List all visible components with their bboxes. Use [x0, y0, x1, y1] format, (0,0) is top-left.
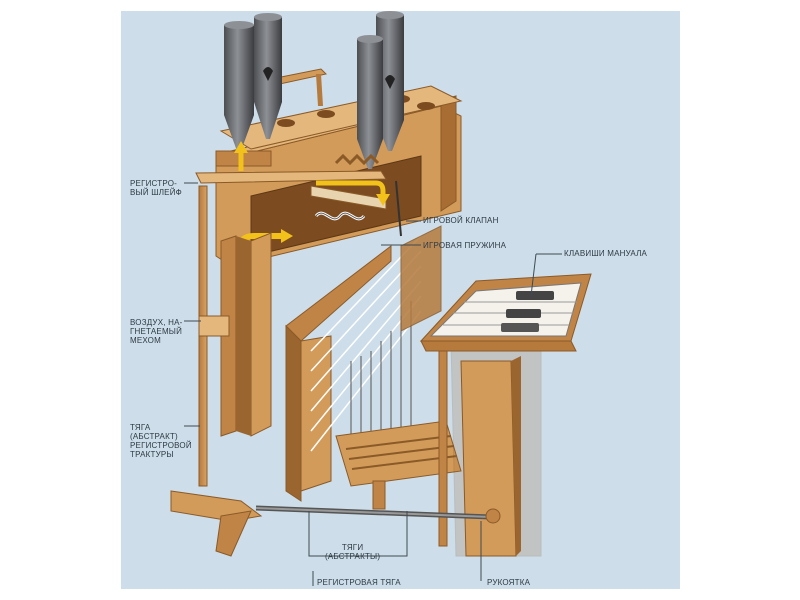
- wind-trunk: [220, 232, 272, 437]
- keyboard-console: [419, 273, 592, 557]
- trackers-label: ТЯГИ (АБСТРАКТЫ): [325, 543, 381, 561]
- tracker-frame: [285, 225, 442, 502]
- manual-keys-label: КЛАВИШИ МАНУАЛА: [564, 249, 648, 258]
- roller-board: [335, 420, 462, 510]
- pallet-assembly: [310, 180, 402, 237]
- organ-mechanism-diagram: РЕГИСТРО- ВЫЙ ШЛЕЙФ ИГРОВОЙ КЛАПАН ИГРОВ…: [121, 11, 680, 589]
- register-tracker-label: ТЯГА (АБСТРАКТ) РЕГИСТРОВОЙ ТРАКТУРЫ: [130, 423, 192, 459]
- bottom-linkage: [170, 490, 501, 557]
- register-slider: [195, 150, 387, 184]
- register-slider-label: РЕГИСТРО- ВЫЙ ШЛЕЙФ: [130, 179, 182, 197]
- handle-label: РУКОЯТКА: [487, 578, 531, 587]
- organ-illustration: [170, 11, 592, 586]
- leader-lines: [184, 182, 562, 586]
- pallet-spring-label: ИГРОВАЯ ПРУЖИНА: [423, 241, 507, 250]
- bellows-air-label: ВОЗДУХ, НА- ГНЕТАЕМЫЙ МЕХОМ: [130, 318, 183, 345]
- pallet-valve-label: ИГРОВОЙ КЛАПАН: [423, 216, 499, 225]
- organ-pipes: [224, 11, 404, 169]
- register-rod-label: РЕГИСТРОВАЯ ТЯГА: [317, 578, 401, 587]
- register-tracker-pole: [198, 185, 230, 487]
